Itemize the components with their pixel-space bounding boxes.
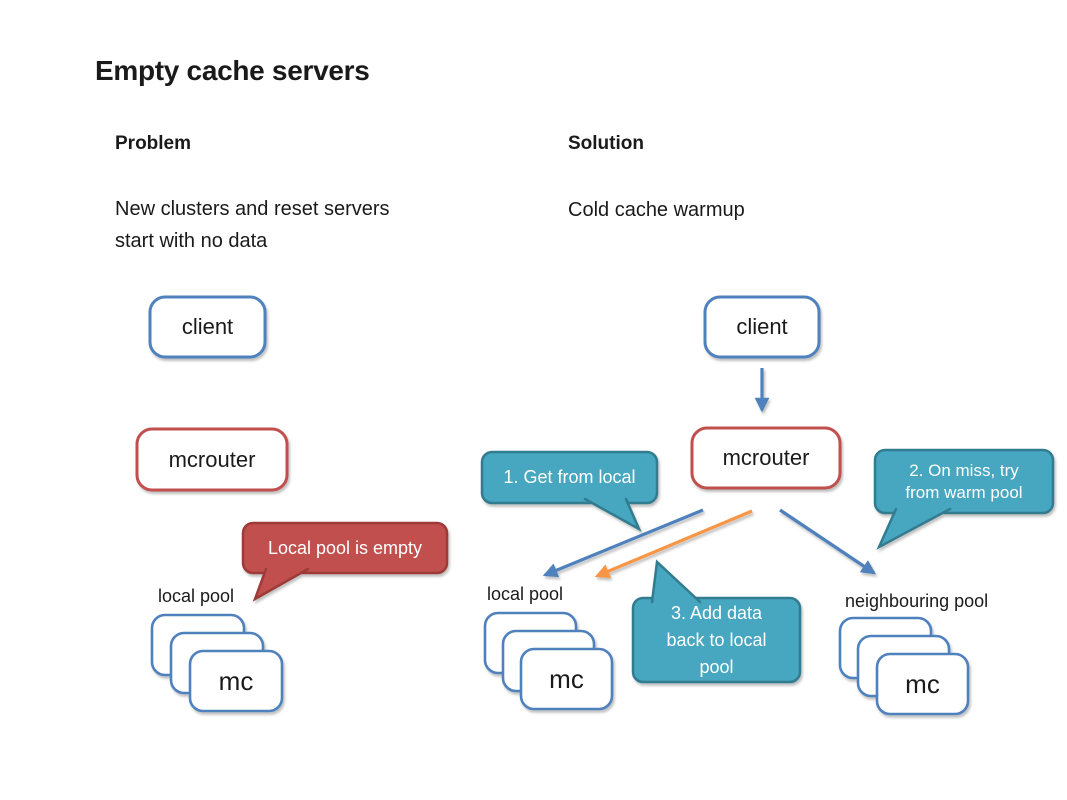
- client-box-right: [703, 295, 821, 359]
- arrow-mcrouter-to-neighbour-pool: [779, 508, 877, 575]
- arrow-get-from-local: [542, 508, 704, 578]
- callout-add-data-back-tail: [650, 559, 702, 604]
- mcrouter-box-left: [135, 427, 289, 492]
- problem-description-line1: New clusters and reset servers: [115, 198, 390, 220]
- mc-label-neighbour: mc: [905, 668, 940, 699]
- slide-title: Empty cache servers: [95, 55, 370, 86]
- problem-description-line2: start with no data: [115, 230, 268, 252]
- callout-local-pool-empty-tail: [252, 567, 310, 602]
- callout-add-data-back-bubble: [631, 596, 802, 684]
- callout-add-data-back-line2: back to local: [666, 629, 767, 650]
- client-label-left: client: [181, 314, 234, 339]
- solution-description: Cold cache warmup: [568, 199, 745, 221]
- callout-on-miss-text: 2. On miss, try from warm pool: [875, 450, 1053, 513]
- problem-heading: Problem: [115, 133, 192, 154]
- mc-server-box-left: [188, 649, 284, 713]
- callout-get-from-local-tail: [583, 497, 642, 532]
- callout-on-miss-line2: from warm pool: [905, 482, 1023, 502]
- callout-on-miss-bubble: [873, 448, 1055, 515]
- local-pool-label-right: local pool: [487, 584, 564, 604]
- arrow-add-data-back-orange: [594, 509, 753, 579]
- callout-local-pool-empty-text: Local pool is empty: [267, 537, 423, 558]
- local-pool-label-left: local pool: [158, 586, 235, 606]
- callout-local-pool-empty-bubble: [241, 521, 449, 575]
- mc-label-left: mc: [218, 665, 254, 696]
- solution-heading: Solution: [568, 133, 644, 154]
- neighbouring-pool-label: neighbouring pool: [845, 591, 989, 611]
- callout-add-data-back-text: 3. Add data back to local pool: [633, 598, 800, 682]
- mc-server-box-local: [519, 647, 614, 711]
- problem-description: New clusters and reset servers start wit…: [115, 193, 390, 257]
- client-label-right: client: [736, 314, 788, 339]
- mc-label-local: mc: [549, 663, 584, 694]
- mc-server-box-neighbour: [875, 652, 970, 716]
- callout-get-from-local-bubble: [480, 450, 659, 505]
- client-box-left: [148, 295, 267, 359]
- callout-on-miss-line1: 2. On miss, try: [909, 460, 1019, 480]
- mcrouter-box-right: [690, 426, 842, 490]
- mcrouter-label-left: mcrouter: [168, 446, 256, 472]
- callout-on-miss-tail: [876, 507, 952, 550]
- callout-get-from-local-text: 1. Get from local: [503, 467, 636, 487]
- callout-add-data-back-line1: 3. Add data: [670, 602, 763, 623]
- callout-add-data-back-line3: pool: [699, 656, 734, 677]
- mcrouter-label-right: mcrouter: [722, 445, 810, 470]
